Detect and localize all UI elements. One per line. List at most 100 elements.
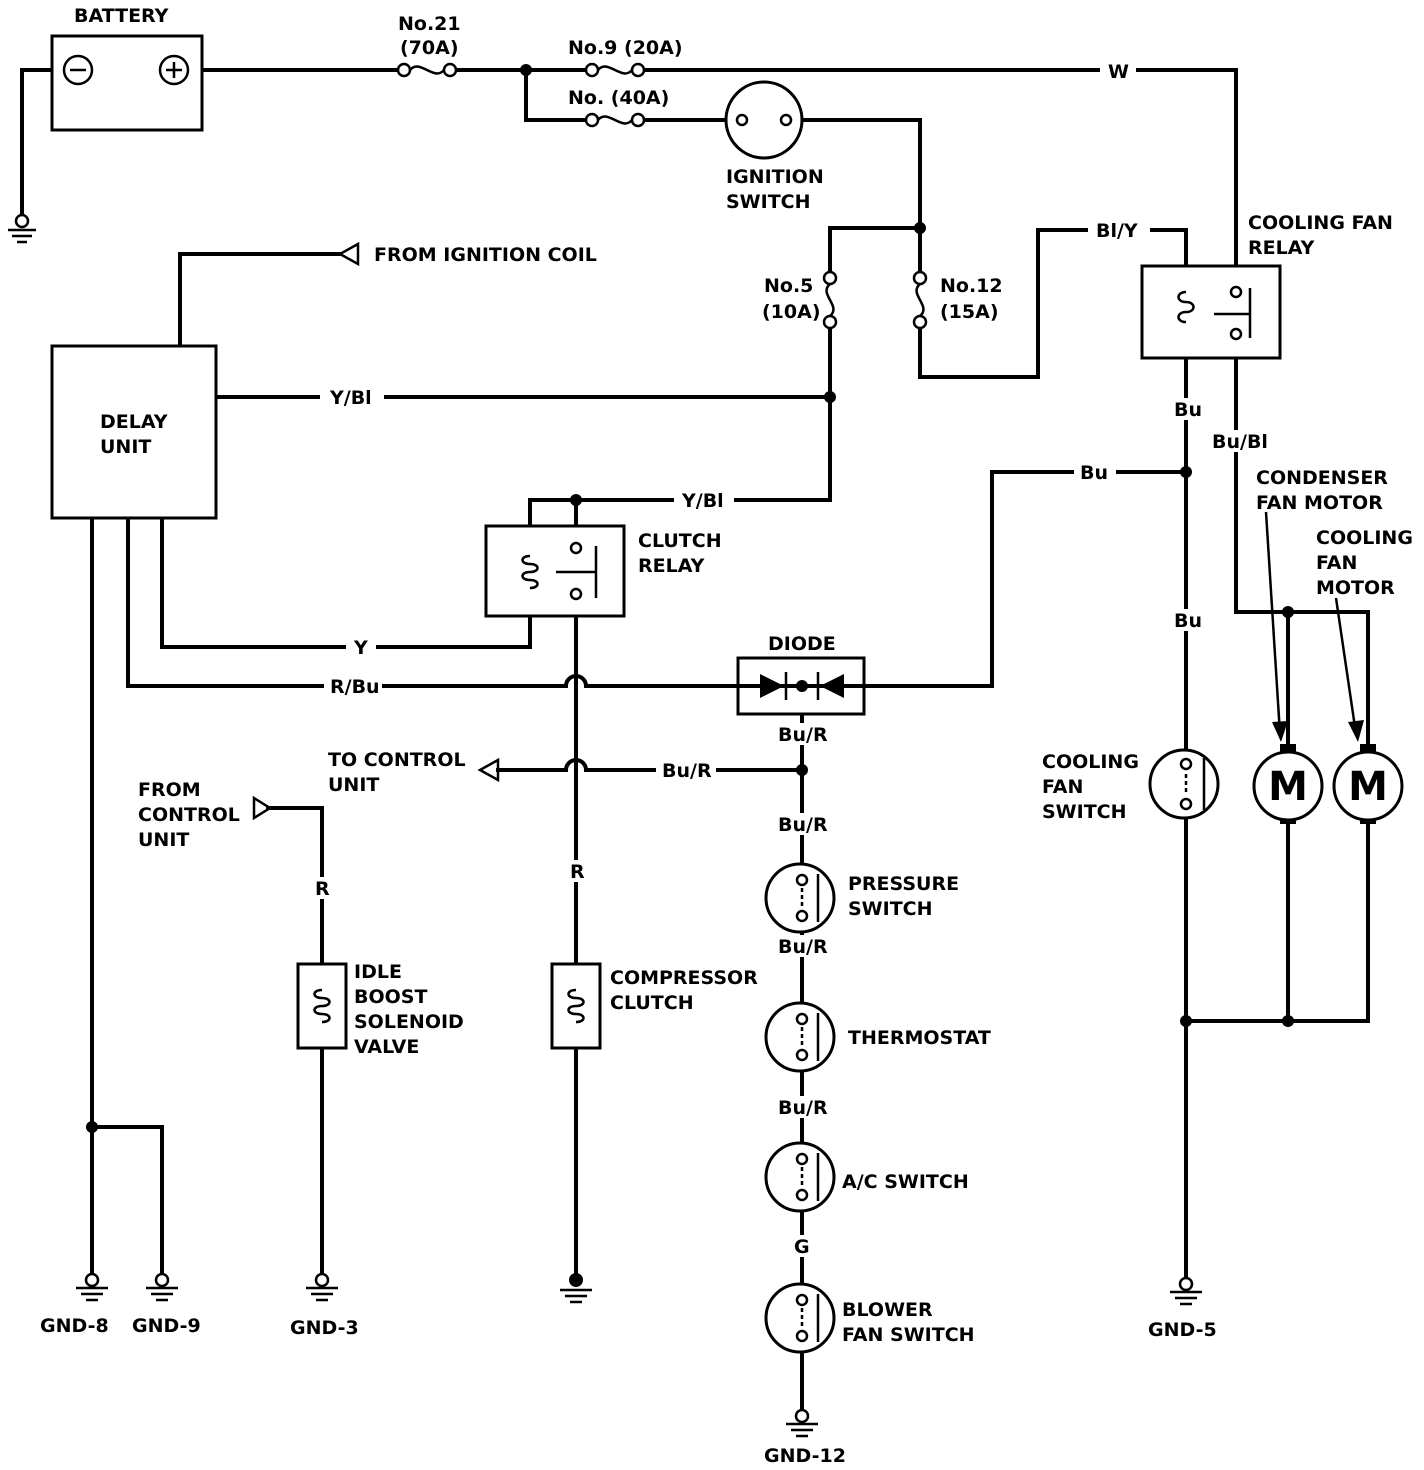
fuse-terminal-icon: [822, 270, 838, 286]
fuse-terminal-icon: [912, 270, 928, 286]
junction-dot: [796, 680, 808, 692]
fuse-9: No.9 (20A): [568, 37, 683, 78]
wire-labels: W Bl/Y Y/Bl Y/Bl Y R/Bu Bu Bu Bu Bu/Bl B…: [315, 61, 1268, 1258]
wire-ignition-out: [800, 118, 922, 274]
connector-arrow-icon: [337, 241, 360, 267]
to-control-unit-label-2: UNIT: [328, 774, 379, 796]
cooling-fan-motor-label-1: COOLING: [1316, 527, 1413, 549]
from-control-unit-label-2: CONTROL: [138, 804, 240, 826]
wire-label-bu-r-ac: Bu/R: [778, 1097, 828, 1119]
wire-fuse5-out: [574, 326, 832, 547]
ground-gnd8-icon: [76, 1272, 108, 1302]
delay-unit-box: [50, 344, 218, 520]
wire-delay-ground: [90, 516, 164, 1276]
wire-label-bu-r-control: Bu/R: [662, 760, 712, 782]
wire-diode-bu: [842, 470, 1188, 688]
battery-positive-terminal-icon: [158, 54, 190, 86]
wire-label-bu-relay: Bu: [1174, 399, 1202, 421]
thermostat-label: THERMOSTAT: [848, 1027, 991, 1049]
junction-dot: [1180, 1015, 1192, 1027]
cooling-fan-relay: COOLING FAN RELAY: [1140, 212, 1393, 360]
wire-fuse5-feed: [828, 226, 922, 274]
cooling-fan-switch-body: [1148, 748, 1220, 820]
relay-contact-icon: [1229, 327, 1243, 341]
switch-contact-icon: [795, 873, 809, 887]
wire-motor-ground-bus: [1184, 818, 1370, 1023]
wire-fuse9-out-white: [640, 68, 1238, 292]
switch-contact-icon: [795, 1152, 809, 1166]
cooling-fan-motor-body: [1332, 750, 1404, 822]
junction-dot: [824, 391, 836, 403]
cooling-fan-relay-label-1: COOLING FAN: [1248, 212, 1393, 234]
switch-contact-icon: [795, 1188, 809, 1202]
ground-gnd5-icon: [1170, 1276, 1202, 1306]
relay-contact-icon: [1229, 285, 1243, 299]
fuse-40-label: No. (40A): [568, 87, 669, 109]
idle-boost-label-1: IDLE: [354, 961, 402, 983]
fuse-link-icon: [597, 65, 633, 75]
clutch-relay: CLUTCH RELAY: [484, 524, 722, 618]
blower-fan-switch-label-2: FAN SWITCH: [842, 1324, 975, 1346]
cooling-fan-motor-label-3: MOTOR: [1316, 577, 1395, 599]
ground-gnd9-icon: [146, 1272, 178, 1302]
from-control-unit-label-3: UNIT: [138, 829, 189, 851]
leader-arrowhead-icon: [1348, 720, 1364, 742]
wire-to-control-unit: [496, 758, 804, 772]
diode-label: DIODE: [768, 633, 836, 655]
to-control-unit: TO CONTROL UNIT: [328, 749, 500, 796]
solenoid-coil-icon: [313, 988, 331, 1024]
wire-label-bu-switch: Bu: [1174, 610, 1202, 632]
junction-dot: [1282, 606, 1294, 618]
condenser-fan-motor: M CONDENSER FAN MOTOR: [1252, 467, 1388, 824]
pressure-switch: PRESSURE SWITCH: [764, 862, 959, 934]
fuse-12: No.12 (15A): [912, 270, 1003, 330]
switch-contact-icon: [795, 909, 809, 923]
ground-gnd3-icon: [306, 1272, 338, 1302]
condenser-fan-motor-label-2: FAN MOTOR: [1256, 492, 1383, 514]
wire-fuse40-in: [524, 68, 590, 122]
switch-contact-icon: [795, 1329, 809, 1343]
label-knockouts: [310, 60, 1270, 1257]
wire-from-control-unit: [266, 806, 324, 964]
cooling-fan-motor-label-2: FAN: [1316, 552, 1357, 574]
ground-battery-icon: [8, 213, 36, 244]
leader-arrowhead-icon: [1272, 721, 1288, 742]
clutch-relay-box: [484, 524, 626, 618]
wire-label-y-bl-relay: Y/Bl: [681, 490, 724, 512]
leader-arrow-icon: [1334, 597, 1358, 735]
cooling-fan-motor: M COOLING FAN MOTOR: [1316, 527, 1413, 824]
wire-label-bu-r-diode: Bu/R: [778, 724, 828, 746]
junction-dot: [520, 64, 532, 76]
wire-fuse12-out-bl-y: [918, 228, 1188, 379]
motor-terminal-icon: [1360, 744, 1376, 754]
motor-symbol: M: [1268, 764, 1308, 810]
thermostat: THERMOSTAT: [764, 1001, 991, 1073]
compressor-clutch: COMPRESSOR CLUTCH: [550, 962, 758, 1050]
fuse-5-name: No.5: [764, 275, 813, 297]
battery: BATTERY: [50, 5, 204, 132]
connector-arrow-icon: [252, 795, 273, 821]
motor-terminal-icon: [1280, 744, 1296, 754]
fuse-5: No.5 (10A): [762, 270, 838, 330]
battery-plus-icon: [166, 62, 182, 78]
ground-gnd12-icon: [786, 1408, 818, 1438]
relay-contact-icon: [569, 587, 583, 601]
junction-dot: [1282, 1015, 1294, 1027]
relay-armature-icon: [556, 546, 598, 598]
switch-contact-icon: [795, 1293, 809, 1307]
wire-label-y-bl: Y/Bl: [329, 387, 372, 409]
connector-arrow-icon: [477, 757, 500, 783]
condenser-fan-motor-body: [1252, 750, 1324, 822]
clutch-relay-label-1: CLUTCH: [638, 530, 722, 552]
condenser-fan-motor-label-1: CONDENSER: [1256, 467, 1388, 489]
junction-dot: [570, 494, 582, 506]
wire-label-bl-y: Bl/Y: [1096, 220, 1138, 242]
ground-compressor-icon: [560, 1273, 592, 1304]
diode-left-arrow-icon: [760, 674, 784, 698]
idle-boost-label-2: BOOST: [354, 986, 427, 1008]
wire-label-r-clutch: R: [570, 861, 585, 883]
diode-right-arrow-icon: [820, 674, 844, 698]
fuse-terminal-icon: [584, 112, 600, 128]
switch-contact-icon: [1179, 757, 1193, 771]
